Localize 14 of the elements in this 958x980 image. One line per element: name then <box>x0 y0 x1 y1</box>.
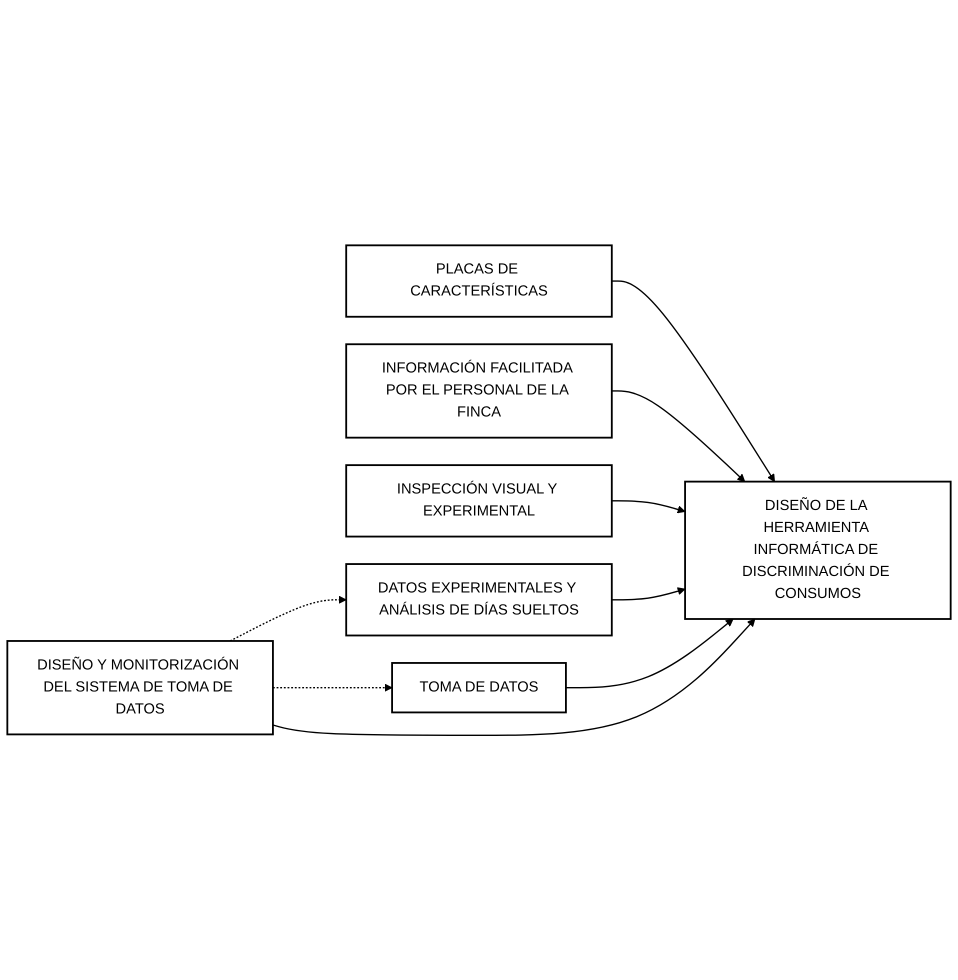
arrow <box>612 500 686 514</box>
node-box: PLACAS DE CARACTERÍSTICAS <box>345 244 613 318</box>
arrow <box>612 390 746 482</box>
arrow <box>612 586 686 600</box>
node-box: DISEÑO DE LA HERRAMIENTA INFORMÁTICA DE DISCRIMINACIÓN DE CONSUMOS <box>684 480 952 620</box>
node-box: DATOS EXPERIMENTALES Y ANÁLISIS DE DÍAS SUELTOS <box>345 562 613 636</box>
node-box: INFORMACIÓN FACILITADA POR EL PERSONAL DE LA FINCA <box>345 343 613 438</box>
arrow <box>566 618 734 688</box>
node-box: TOMA DE DATOS <box>391 662 567 713</box>
node-box: DISEÑO Y MONITORIZACIÓN DEL SISTEMA DE TOMA DE DATOS <box>6 640 274 735</box>
arrow <box>272 618 756 736</box>
node-box: INSPECCIÓN VISUAL Y EXPERIMENTAL <box>345 464 613 538</box>
arrow <box>272 683 392 692</box>
arrow <box>612 280 776 482</box>
